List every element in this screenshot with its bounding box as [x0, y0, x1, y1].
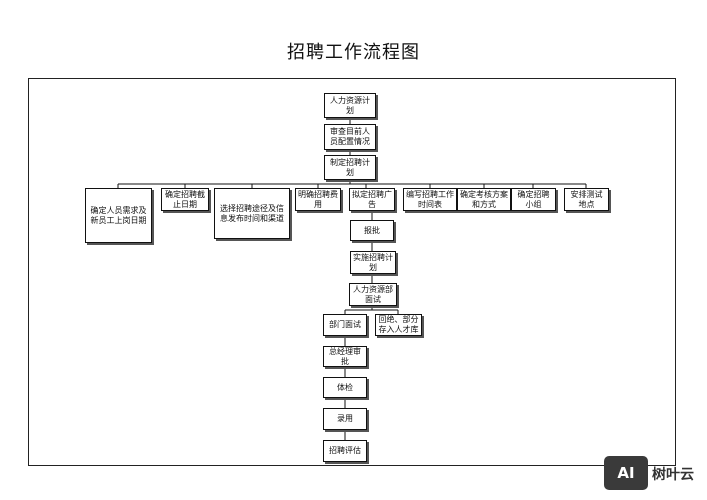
node-gm-review: 总经理审批	[323, 346, 367, 367]
diagram-frame	[28, 78, 676, 466]
node-deadline: 确定招聘截止日期	[161, 188, 209, 211]
node-costs: 明确招聘费用	[295, 188, 341, 211]
node-determine-demand: 确定人员需求及新员工上岗日期	[85, 188, 152, 243]
node-approve: 报批	[350, 220, 394, 241]
node-draft-ad: 拟定招聘广告	[349, 188, 395, 211]
node-hire: 录用	[323, 408, 367, 430]
node-hr-interview: 人力资源部面试	[349, 283, 397, 306]
node-review-staff: 审查目前人员配置情况	[324, 124, 376, 150]
node-team: 确定招聘小组	[511, 188, 556, 211]
node-channels: 选择招聘途径及信息发布时间和渠道	[214, 188, 290, 239]
node-physical: 体检	[323, 377, 367, 398]
node-dept-interview: 部门面试	[323, 314, 367, 336]
node-test-site: 安排测试地点	[564, 188, 609, 211]
node-reject-store: 回绝、部分存入人才库	[375, 314, 422, 336]
node-hr-plan: 人力资源计划	[324, 93, 376, 118]
node-make-plan: 制定招聘计划	[324, 155, 376, 180]
node-evaluation: 招聘评估	[323, 440, 367, 462]
page-title: 招聘工作流程图	[287, 42, 420, 63]
node-schedule: 编写招聘工作时间表	[403, 188, 457, 211]
node-execute: 实施招聘计划	[350, 251, 396, 274]
watermark-text: 树叶云	[652, 467, 694, 483]
node-assessment: 确定考核方案和方式	[457, 188, 511, 211]
watermark-logo: AI	[604, 456, 648, 490]
watermark: AI 树叶云	[604, 456, 700, 494]
